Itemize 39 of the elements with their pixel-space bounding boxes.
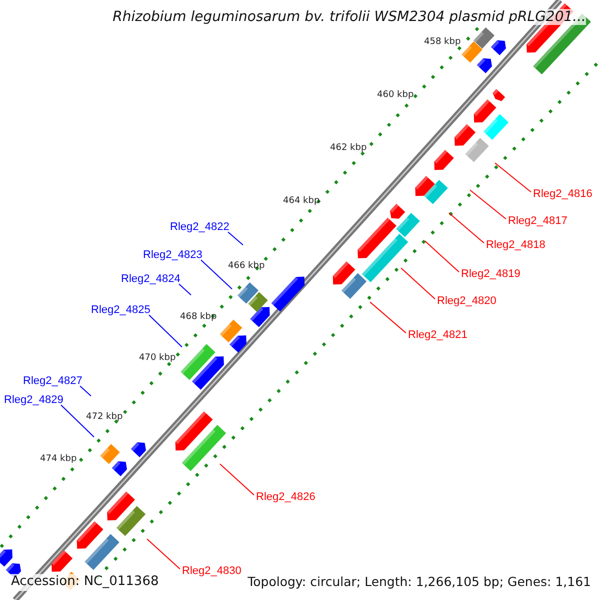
gene-label: Rleg2_4819 bbox=[461, 268, 520, 281]
leader-line bbox=[148, 314, 182, 348]
scale-label: 472 kbp bbox=[86, 413, 123, 422]
scale-label: 464 kbp bbox=[283, 197, 320, 206]
leader-line bbox=[178, 284, 192, 296]
scale-label: 470 kbp bbox=[139, 354, 176, 363]
gene-label: Rleg2_4825 bbox=[91, 304, 150, 317]
leader-line bbox=[200, 260, 232, 290]
gene-label: Rleg2_4827 bbox=[23, 375, 82, 388]
gene-label: Rleg2_4816 bbox=[533, 188, 592, 201]
gene-label: Rleg2_4824 bbox=[121, 273, 180, 286]
scale-label: 462 kbp bbox=[330, 144, 367, 153]
gene-label: Rleg2_4821 bbox=[408, 329, 468, 342]
leader-line bbox=[80, 386, 92, 396]
leader-line bbox=[220, 464, 254, 496]
gene-label: Rleg2_4830 bbox=[182, 565, 242, 578]
leader-line bbox=[400, 268, 436, 300]
gene-label: Rleg2_4818 bbox=[486, 239, 546, 252]
scale-label: 460 kbp bbox=[377, 91, 414, 100]
gene-label: Rleg2_4822 bbox=[170, 221, 230, 234]
gene-label: Rleg2_4826 bbox=[256, 491, 316, 504]
gene-label: Rleg2_4823 bbox=[143, 249, 202, 262]
leader-line bbox=[370, 302, 406, 334]
scale-label: 468 kbp bbox=[180, 313, 217, 322]
leader-line bbox=[448, 212, 484, 244]
accession-text: Accession: NC_011368 bbox=[9, 574, 161, 591]
leader-line bbox=[470, 190, 506, 220]
scale-label: 458 kbp bbox=[424, 38, 461, 47]
gene-label: Rleg2_4820 bbox=[437, 295, 496, 308]
leader-line bbox=[424, 240, 460, 272]
topology-text: Topology: circular; Length: 1,266,105 bp; Genes: 1,161 bbox=[248, 575, 591, 590]
scale-label: 466 kbp bbox=[228, 262, 265, 271]
leader-line bbox=[146, 538, 180, 570]
gene-label: Rleg2_4817 bbox=[508, 215, 568, 228]
scale-label: 474 kbp bbox=[40, 455, 77, 464]
gene-label: Rleg2_4829 bbox=[4, 394, 64, 407]
leader-line bbox=[60, 404, 94, 438]
leader-line bbox=[228, 232, 244, 246]
leader-line bbox=[494, 162, 532, 192]
